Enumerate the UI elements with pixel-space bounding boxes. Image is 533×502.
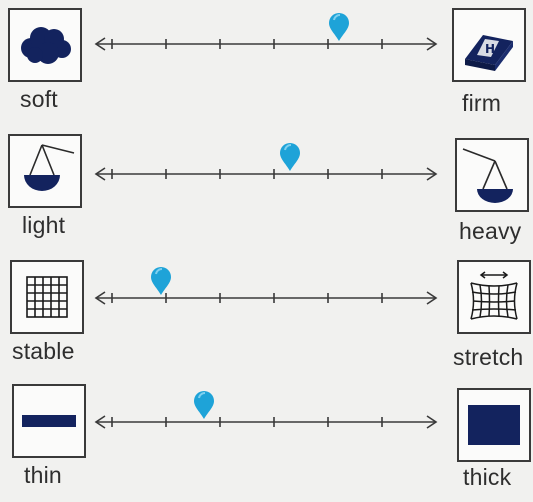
scale-row-stable-stretch: stable stretch [0,254,533,376]
soft-label: soft [20,86,58,112]
stable-stretch-scale [92,266,440,326]
scale-line [94,415,438,429]
scale-row-light-heavy: light heavy [0,128,533,250]
left-arrowhead [94,291,106,305]
position-marker [279,142,301,172]
left-arrowhead [94,37,106,51]
heavy-label: heavy [459,218,522,244]
right-arrowhead [426,415,438,429]
stretch-label: stretch [453,344,524,370]
stable-label: stable [12,338,75,364]
left-arrowhead [94,415,106,429]
position-marker [150,266,172,296]
position-marker [328,12,350,42]
position-marker [193,390,215,420]
soft-firm-scale [92,12,440,72]
scale-line [94,291,438,305]
thin-bar-icon [22,415,76,427]
heavy-scale-icon [462,148,513,203]
stable-icon-box [10,260,84,334]
right-arrowhead [426,37,438,51]
thin-label: thin [24,462,62,488]
light-icon-box [8,134,82,208]
cloud-icon [21,27,71,64]
grid-icon [26,276,68,318]
left-arrowhead [94,167,106,181]
stretched-grid-icon [470,271,518,320]
scale-line [94,37,438,51]
right-arrowhead [426,167,438,181]
light-heavy-scale [92,142,440,202]
right-arrowhead [426,291,438,305]
firm-label: firm [462,90,502,116]
thick-label: thick [463,464,512,490]
soft-icon-box [8,8,82,82]
light-label: light [22,212,66,238]
firm-icon-box: H [452,8,526,82]
heavy-icon-box [455,138,529,212]
light-scale-icon [24,144,75,191]
scale-row-soft-firm: soft H firm [0,0,533,122]
brick-icon: H [465,35,513,71]
thick-icon-box [457,388,531,462]
svg-text:H: H [485,42,495,56]
scale-line [94,167,438,181]
thin-icon-box [12,384,86,458]
thin-thick-scale [92,390,440,450]
scale-row-thin-thick: thin thick [0,380,533,502]
stretch-icon-box [457,260,531,334]
thick-block-icon [468,405,520,445]
